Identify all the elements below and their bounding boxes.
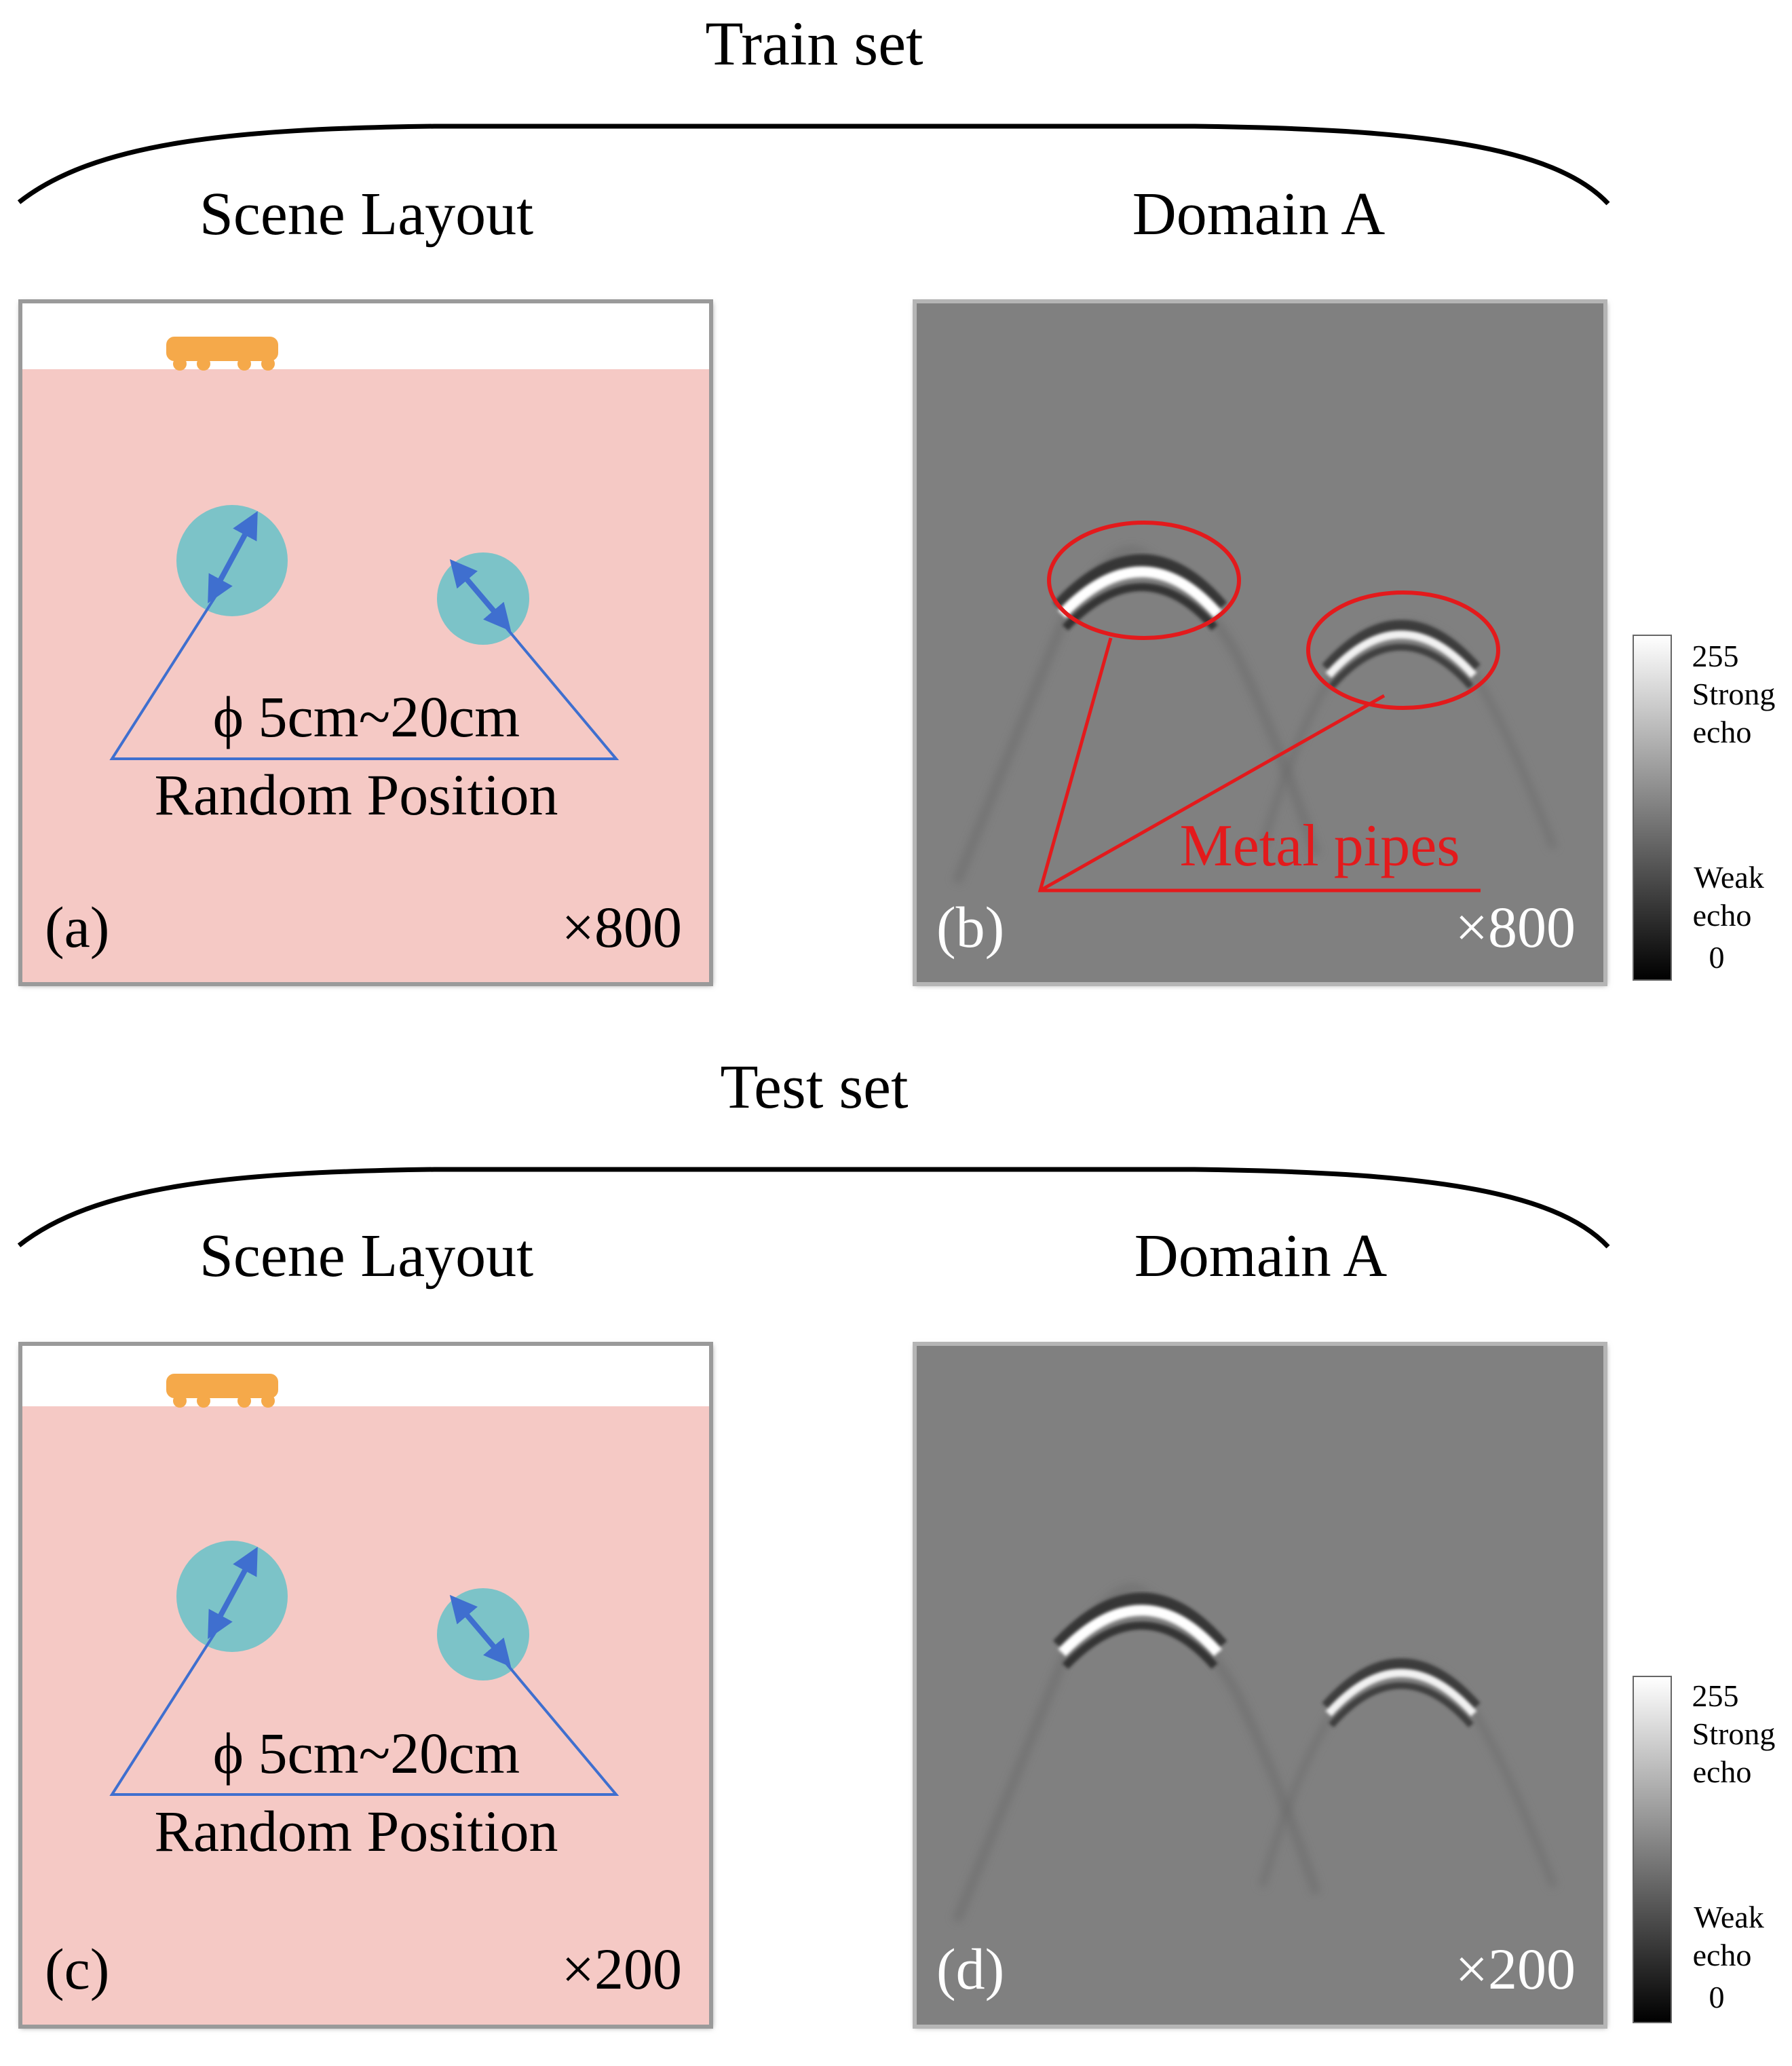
train-set-section: Train set Scene Layout Domain A ϕ 5cm~20… — [17, 9, 1776, 986]
section-title: Test set — [720, 1052, 909, 1121]
colorbar-min: 0 — [1709, 1980, 1725, 2014]
colorbar-strong-1: Strong — [1692, 1716, 1776, 1751]
sample-count: ×200 — [561, 1936, 682, 2002]
highlight-circle-2 — [1306, 590, 1500, 710]
metal-pipes-label: Metal pipes — [1179, 813, 1460, 879]
sample-count: ×800 — [1455, 895, 1576, 960]
diameter-arrow-small — [449, 559, 512, 632]
colorbar-strong-2: echo — [1693, 715, 1752, 749]
colorbar-max: 255 — [1692, 1678, 1739, 1713]
callout-lines — [109, 1630, 619, 1796]
soil-layer — [22, 1406, 709, 2025]
gpr-image-panel: Metal pipes (b) ×800 — [913, 299, 1607, 986]
colorbar-strong-1: Strong — [1692, 677, 1776, 711]
colorbar-weak-2: echo — [1693, 1938, 1752, 1972]
domain-a-heading: Domain A — [1132, 181, 1385, 248]
scene-layout-heading: Scene Layout — [199, 1222, 533, 1290]
radar-vehicle-icon — [166, 337, 278, 371]
section-brace — [17, 1167, 1610, 1249]
colorbar: 255 Strong echo Weak echo 0 — [1633, 1676, 1775, 2023]
colorbar-strong-2: echo — [1693, 1754, 1752, 1789]
position-label: Random Position — [155, 762, 558, 827]
radar-vehicle-icon — [166, 1374, 278, 1408]
panel-label: (b) — [936, 895, 1004, 960]
colorbar-max: 255 — [1692, 639, 1739, 673]
scene-layout-panel: ϕ 5cm~20cm Random Position (a) ×800 — [18, 299, 713, 986]
colorbar: 255 Strong echo Weak echo 0 — [1633, 635, 1776, 981]
panel-label: (d) — [936, 1936, 1004, 2002]
diameter-label: ϕ 5cm~20cm — [213, 1721, 520, 1786]
colorbar-min: 0 — [1709, 940, 1725, 975]
section-brace — [17, 124, 1610, 206]
gpr-image-panel: (d) ×200 — [913, 1342, 1607, 2029]
soil-layer — [22, 369, 709, 982]
sample-count: ×800 — [561, 895, 682, 960]
scene-layout-panel: ϕ 5cm~20cm Random Position (c) ×200 — [18, 1342, 713, 2029]
diameter-label: ϕ 5cm~20cm — [213, 684, 520, 749]
highlight-circle-1 — [1047, 521, 1241, 640]
position-label: Random Position — [155, 1799, 558, 1864]
colorbar-weak-1: Weak — [1694, 1900, 1764, 1934]
domain-a-heading: Domain A — [1135, 1222, 1387, 1290]
panel-label: (c) — [45, 1936, 109, 2002]
test-set-section: Test set Scene Layout Domain A ϕ 5cm~20c… — [17, 1052, 1775, 2029]
section-title: Train set — [705, 9, 923, 78]
diameter-arrow-small — [449, 1594, 512, 1668]
diameter-arrow-large — [208, 1546, 258, 1640]
panel-label: (a) — [45, 895, 109, 960]
diameter-arrow-large — [208, 510, 258, 604]
colorbar-weak-2: echo — [1693, 898, 1752, 933]
hyperbola-echo-1 — [952, 1584, 1321, 1923]
scene-layout-heading: Scene Layout — [199, 181, 533, 248]
hyperbola-echo-2 — [1258, 620, 1558, 850]
hyperbola-echo-1 — [952, 546, 1321, 884]
callout-lines — [109, 595, 619, 760]
colorbar-weak-1: Weak — [1694, 860, 1764, 895]
hyperbola-echo-2 — [1258, 1658, 1558, 1889]
sample-count: ×200 — [1455, 1936, 1576, 2002]
